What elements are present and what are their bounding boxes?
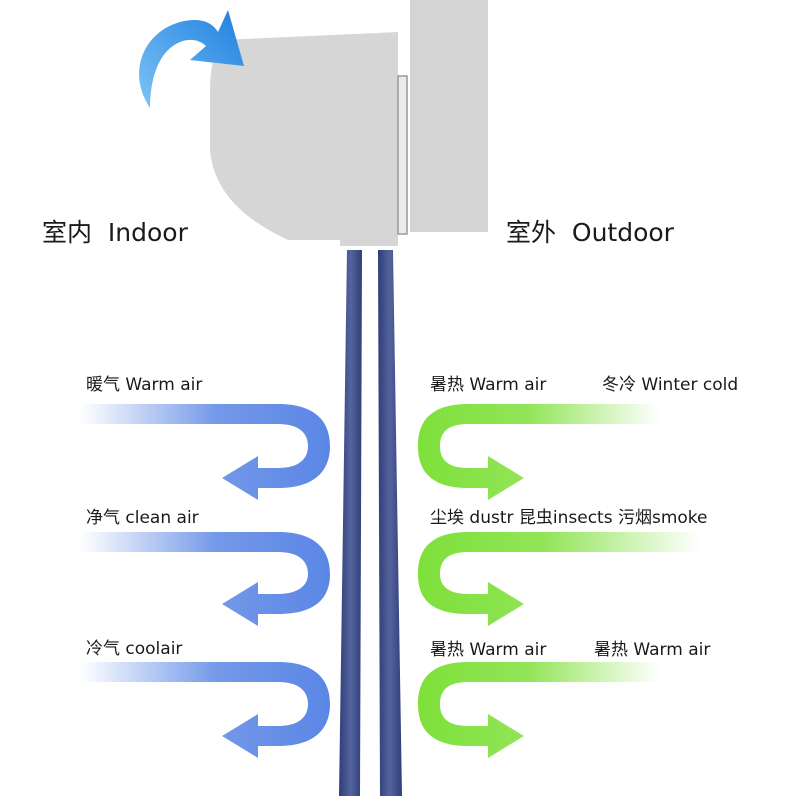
outdoor-flow-label-secondary: 暑热 Warm air — [594, 640, 710, 660]
outdoor-flow-arrow — [418, 404, 660, 500]
indoor-flow-label: 净气 clean air — [86, 508, 199, 528]
indoor-flow-arrow — [80, 532, 330, 626]
air-stream-left — [339, 250, 362, 796]
outdoor-flow-label-secondary: 冬冷 Winter cold — [602, 375, 738, 395]
outdoor-flow-1: 暑热 Warm air 冬冷 Winter cold — [418, 375, 738, 500]
outdoor-label: 室外 Outdoor — [506, 218, 675, 247]
curved-arrow-icon — [139, 10, 244, 108]
outdoor-flow-arrow — [418, 662, 660, 758]
indoor-flow-1: 暖气 Warm air — [80, 375, 330, 500]
air-stream-right — [378, 250, 402, 796]
indoor-flow-label: 冷气 coolair — [86, 639, 182, 659]
outdoor-flow-label: 暑热 Warm air — [430, 375, 546, 395]
indoor-flow-3: 冷气 coolair — [80, 639, 330, 758]
indoor-label: 室内 Indoor — [42, 218, 189, 247]
indoor-flow-label: 暖气 Warm air — [86, 375, 202, 395]
wall — [410, 0, 488, 232]
outdoor-flow-label: 尘埃 dustr 昆虫insects 污烟smoke — [430, 508, 708, 528]
indoor-flow-2: 净气 clean air — [80, 508, 330, 626]
outdoor-flow-3: 暑热 Warm air 暑热 Warm air — [418, 640, 710, 758]
indoor-flow-arrow — [80, 662, 330, 758]
outdoor-flow-2: 尘埃 dustr 昆虫insects 污烟smoke — [418, 508, 708, 626]
indoor-flow-arrow — [80, 404, 330, 500]
outdoor-flow-label: 暑热 Warm air — [430, 640, 546, 660]
air-curtain-unit — [210, 32, 398, 246]
mounting-bracket — [397, 75, 408, 235]
outdoor-flow-arrow — [418, 532, 700, 626]
